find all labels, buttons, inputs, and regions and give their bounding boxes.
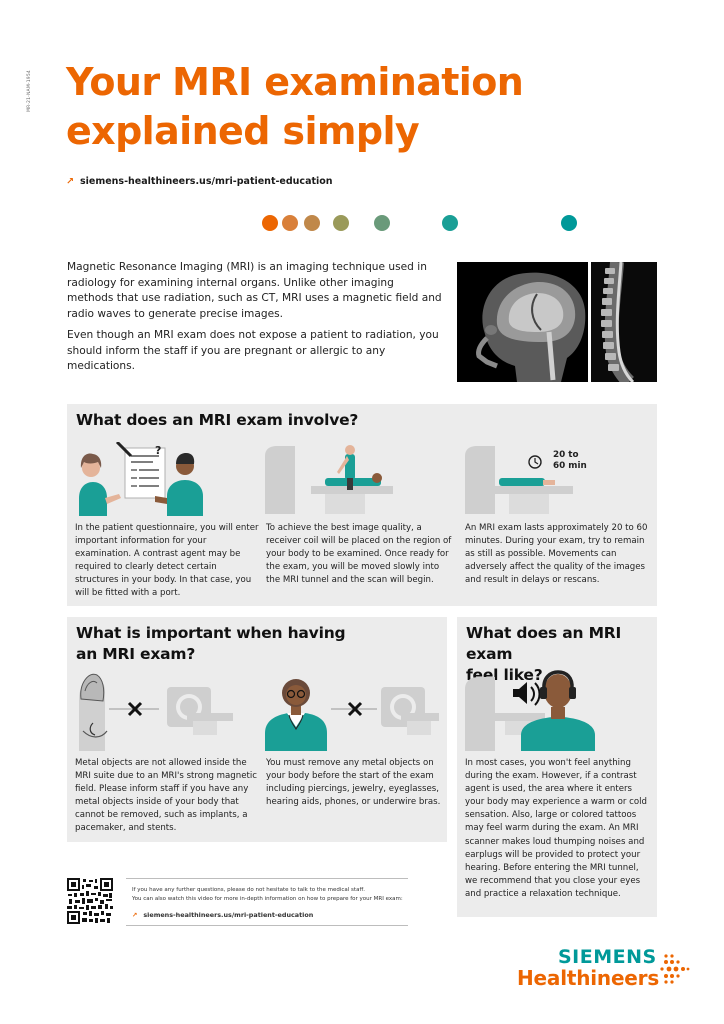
important-col-1: Metal objects are not allowed inside the… [75, 758, 257, 834]
siemens-logo-text: SIEMENS [558, 946, 657, 968]
section-title-line-1: What is important when having [76, 624, 346, 642]
intro-text: Magnetic Resonance Imaging (MRI) is an i… [67, 260, 442, 375]
section-title-line-1: What does an MRI exam [466, 624, 622, 663]
further-questions-note: If you have any further questions, pleas… [126, 878, 408, 926]
healthineers-logo-text: Healthineers [517, 966, 660, 990]
remove-metal-objects-illustration-icon [265, 679, 439, 751]
questionnaire-illustration-icon: ? [79, 442, 203, 516]
important-col-2: You must remove any metal objects on you… [266, 758, 441, 808]
section-title: What is important when having an MRI exa… [76, 623, 346, 665]
arrow-up-right-icon: ↗ [132, 911, 138, 919]
decorative-dot [374, 215, 390, 231]
arrow-up-right-icon: ↗ [66, 176, 74, 187]
footnote-line-2: You can also watch this video for more i… [132, 895, 403, 902]
healthineers-dots-icon [660, 954, 690, 984]
svg-text:?: ? [155, 444, 161, 457]
video-link[interactable]: ↗ siemens-healthineers.us/mri-patient-ed… [132, 911, 408, 920]
decorative-dot [304, 215, 320, 231]
section-what-does-exam-feel-like: What does an MRI exam feel like? In most… [457, 617, 657, 917]
patient-positioning-illustration-icon [265, 445, 393, 514]
decorative-dot [442, 215, 458, 231]
decorative-dot [561, 215, 577, 231]
mri-scanner-duration-illustration-icon [465, 446, 573, 514]
exam-involve-col-1: In the patient questionnaire, you will e… [75, 523, 259, 599]
section-title: What does an MRI exam involve? [76, 411, 359, 429]
section-what-is-important: What is important when having an MRI exa… [67, 617, 447, 842]
patient-education-link-label: siemens-healthineers.us/mri-patient-educ… [79, 176, 333, 187]
decorative-dot [262, 215, 278, 231]
section-what-does-exam-involve: What does an MRI exam involve? ? [67, 404, 657, 606]
patient-education-link[interactable]: ↗ siemens-healthineers.us/mri-patient-ed… [66, 176, 333, 187]
patient-with-headphones-illustration-icon [465, 670, 595, 751]
duration-label-line-2: 60 min [553, 461, 587, 471]
decorative-dot [282, 215, 298, 231]
duration-label: 20 to 60 min [553, 450, 587, 472]
video-link-label: siemens-healthineers.us/mri-patient-educ… [143, 911, 314, 919]
feel-like-text: In most cases, you won't feel anything d… [465, 758, 647, 899]
section-title-line-2: an MRI exam? [76, 645, 196, 663]
decorative-dot [333, 215, 349, 231]
intro-paragraph-1: Magnetic Resonance Imaging (MRI) is an i… [67, 261, 442, 320]
implant-no-mri-illustration-icon [79, 673, 233, 751]
exam-involve-col-3: An MRI exam lasts approximately 20 to 60… [465, 523, 648, 586]
mri-scan-images [457, 262, 657, 382]
footnote-line-1: If you have any further questions, pleas… [132, 887, 365, 893]
document-id: MR-21-NAM-1954 [27, 70, 32, 113]
exam-involve-col-2: To achieve the best image quality, a rec… [266, 523, 452, 586]
duration-label-line-1: 20 to [553, 450, 579, 460]
intro-paragraph-2: Even though an MRI exam does not expose … [67, 329, 439, 372]
qr-code-icon[interactable] [67, 878, 113, 924]
page-title: Your MRI examination explained simply [66, 60, 524, 153]
mri-head-and-spine-icon [457, 262, 657, 382]
